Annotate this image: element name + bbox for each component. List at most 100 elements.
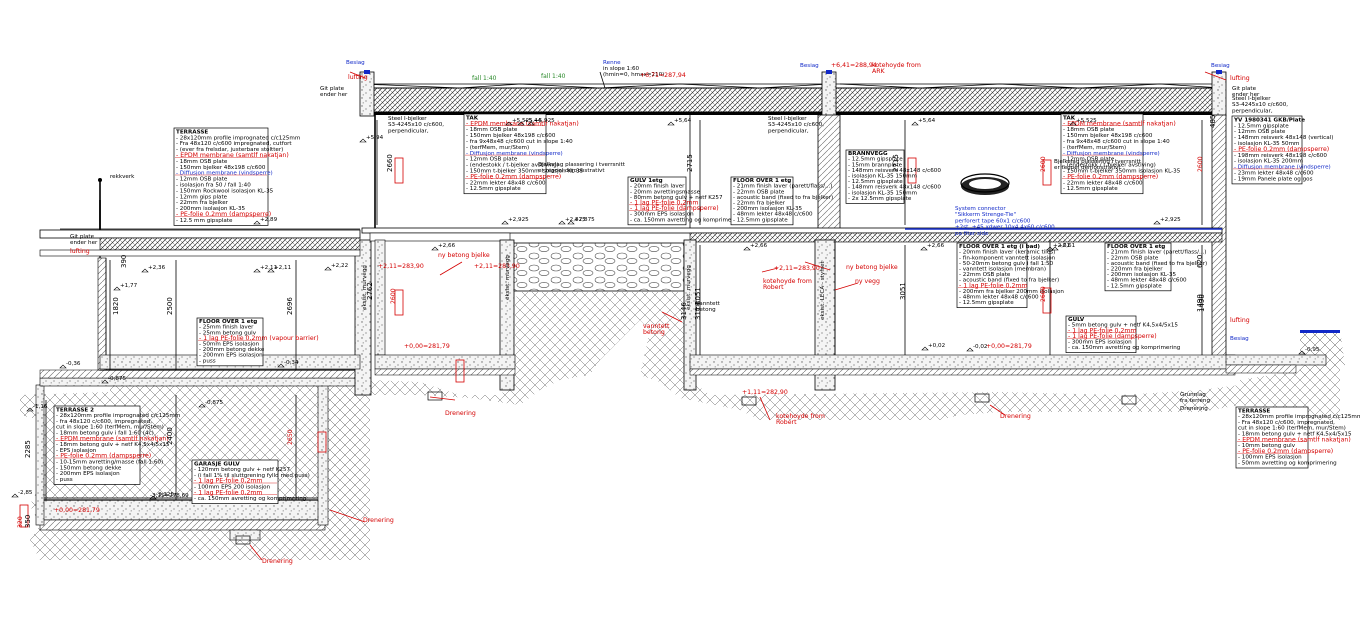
note-line: - 20mm finish laver [630,184,685,190]
note-line: - 25mm betong gulv [199,330,257,336]
svg-text:+2,925: +2,925 [1160,217,1181,223]
svg-text:-3,325: -3,325 [156,492,174,498]
note-line: - PE-folie 0.2mm (dampsperre) [1234,146,1329,153]
note-line: - EPDM membrane (samtlf nakatjan) [466,120,579,127]
note-line: - 21mm finish laver (parett/flass/...) [733,184,833,190]
note-line: - 12.5mm gipsplate [1107,283,1162,289]
note-line: - 20mm avrettingsmasse [630,189,701,195]
note-line: - isolasjon KL-35 200mm [1234,159,1303,165]
note-line: - Fra 48x120 c/c600 impregnated, cutfort [176,141,292,147]
level-marker: +2,66 [743,243,768,251]
note-line: - 148mm reisverk 48x148 (vertical) [1234,135,1333,141]
note-line: GULV [1068,317,1085,323]
note-line: - 100mm EPS 200 isolasjon [194,485,271,491]
note-line: FLOOR OVER 1 etg [1107,244,1165,250]
note-line: YV 1980341 GKB/Plate [1233,117,1305,123]
level-marker: +2,89 [253,217,278,225]
note-line: - 148mm reisverk 48x148 c/c600 [848,168,941,174]
note-line: - 22mm lekter 48x48 c/c600 [466,180,546,186]
notes-layer: TERRASSE- 28x120mm profile imprognated c… [53,113,1360,504]
note-line: - 18mm betong gulv + netf K4,5x4/5x15 [56,442,170,448]
note-line: - 12mm gips plate [176,194,228,200]
note-line: - 150mm Rockwool isolasjon KL-35 [176,188,274,194]
note-line: - 20mm finish laver (keramic tiles) [959,250,1055,256]
svg-text:+2,61: +2,61 [1053,243,1071,249]
svg-text:-2,85: -2,85 [18,490,33,496]
dimension-value: 2600 [1197,156,1204,172]
svg-text:+2,875: +2,875 [574,217,595,223]
note-line: GARASJE GULV [194,461,240,467]
note-line: - 12.5mm gipsplate [1234,123,1289,129]
note-line: - Diffusjon membrane (vindsperre) [1063,151,1160,157]
level-marker: -2,85 [11,490,33,498]
svg-text:+5,925: +5,925 [534,118,555,124]
note-line: - 1 lag PE-folie (dampsperre) [630,205,719,212]
note-line: - 200mm isolasjon KL-35 [176,206,245,212]
ground-middle [370,292,1340,420]
svg-text:-0,95: -0,95 [1305,347,1320,353]
note-line: - 48mm lekter 48x48 c/c600 [959,295,1039,301]
note-line: - 120mm betong gulv + netf K257 [194,467,291,473]
svg-text:+1,77: +1,77 [120,283,138,289]
level-marker: +2,22 [324,263,348,271]
note-line: - 200mm EPS isolasjon [56,471,120,477]
note-line: - EPDM membrane (samtlf nakatjan) [56,435,169,442]
label-kote-robert2-val: +1,11=282,90 [742,389,788,396]
level-marker: +2,66 [920,243,945,251]
note-line: - 18mm OSB plate [466,127,518,133]
note-line: - PE-folie 0.2mm (dampsperre) [466,173,561,180]
label-lufting-l: lufting [348,74,368,81]
note-line: - 150mm betong dekke [56,465,122,471]
note-line: - 10mm betong gulv [1238,443,1296,449]
level-marker: +5,64 [911,118,936,126]
label-drenering-4: Drenering [363,517,394,524]
level-marker: +2,875 [567,217,595,225]
note-line: - 200mm EPS isolasjon [199,353,263,359]
note-line: - 18mm betong gulv i fall 1:60 (4c) [56,431,154,437]
note-line: - 1 lag PE-folie 0,2mm [194,478,262,485]
level-marker: +5,64 [667,118,692,126]
level-marker: +2,61 [1046,243,1071,251]
label-kote-ark-val: +6,41=288,94 [831,62,877,69]
note-line: - 12mm OSB plate [1234,129,1286,135]
label-ny-vegg: ny vegg [855,278,880,285]
label-eksist-mur: eksist. murvegg [362,265,368,310]
note-line: - 148mm reisverk 48x148 c/c600 [848,185,941,191]
note-line: - 150mm t-bjelker 350mm isolasjon KL-35 [466,169,584,175]
note-line: - 300mm EPS isolasjon [1068,340,1132,346]
note-box-floorover1etg: FLOOR OVER 1 etg- 25mm finish laver- 25m… [196,317,319,367]
level-marker: +5,94 [359,135,384,143]
note-line: - 12.5mm gipsplate [733,217,788,223]
note-box-gulv: GULV- 5mm betong gulv + netf K4,5x4/5x15… [1065,315,1181,353]
dimension-value: 3051 [899,282,907,300]
note-line: - 12.5mm gipsplate [848,157,903,163]
note-line: - (terfMem, mur/Stem) [1063,145,1126,151]
note-line: - (endestokk / t-bjelker avstiving) [1063,163,1156,169]
note-line: - 200mm isolasjon KL-35 [733,206,802,212]
note-line: - isolasjon KL-35 150mm [848,174,917,180]
note-line: - (terfMem, mur/Stem) [466,145,529,151]
note-line: - 2x 12.5mm gipsplate [848,196,912,202]
note-line: TERRASSE [1238,408,1270,414]
label-renne-sub: in slope 1:60(hmin=0, hmax=210) [603,66,664,78]
svg-text:+5,44: +5,44 [524,118,542,124]
note-line: - 200mm isolasjon KL-35 [1107,272,1176,278]
note-line: - ca. 150mm avretting og komprimering [630,217,743,223]
svg-text:+2,875: +2,875 [565,217,586,223]
level-marker: +2,925 [1153,217,1181,225]
note-line: - ca. 150mm avretting og komprimering [1068,345,1181,351]
level-marker: +5,925 [527,118,555,126]
note-line: TAK [1063,115,1076,121]
note-line: - 23mm lekter 48x48 c/c600 [1234,171,1314,177]
dimension-value: 620 [1196,255,1204,268]
label-renne-val: +6,71=287,94 [640,72,686,79]
note-line: - fra 48x120 c/c600, impregnated, [56,419,152,425]
note-line: - 12.5mm gipsplate [848,179,903,185]
dimension-value: 350 [24,515,32,528]
dimension-value: 2715 [686,154,694,172]
